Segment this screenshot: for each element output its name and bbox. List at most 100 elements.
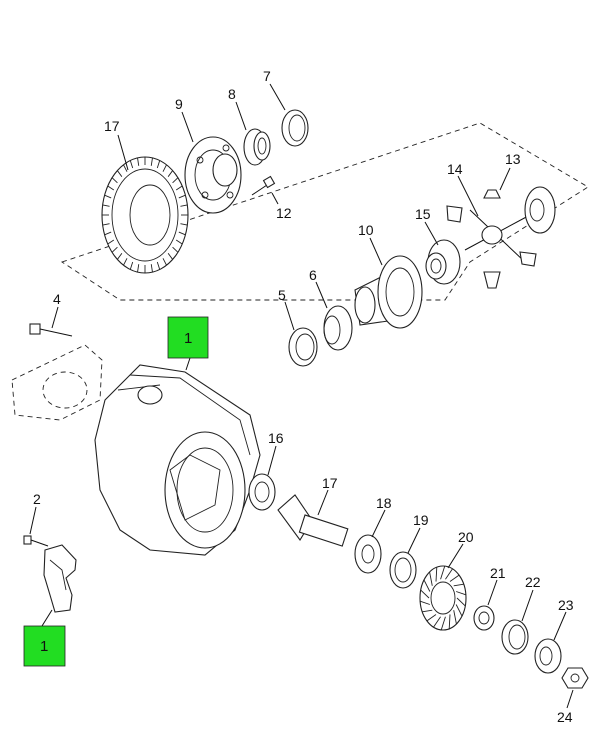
gear-tooth xyxy=(107,239,115,245)
bearing-cone-pinion xyxy=(534,638,562,674)
leader-lines xyxy=(29,83,574,709)
bearing-cup-pinion xyxy=(501,619,529,655)
gear-tooth xyxy=(116,170,123,177)
callout-4: 4 xyxy=(53,291,61,307)
differential-case-half xyxy=(184,136,242,214)
ring-gear xyxy=(101,156,189,274)
gear-tooth xyxy=(172,246,179,253)
callout-labels: 17 9 8 7 12 13 14 15 10 6 5 4 16 17 18 1… xyxy=(33,68,574,725)
gear-tooth xyxy=(175,239,183,245)
callout-22: 22 xyxy=(525,574,541,590)
callout-13: 13 xyxy=(505,151,521,167)
gear-tooth xyxy=(156,160,161,169)
gear-tooth xyxy=(180,204,188,207)
gear-helix-line xyxy=(422,609,433,613)
callout-2: 2 xyxy=(33,491,41,507)
pinion-gear-top xyxy=(483,189,501,199)
callout-17-top: 17 xyxy=(104,118,120,134)
callout-24: 24 xyxy=(557,709,573,725)
callout-20: 20 xyxy=(458,529,474,545)
gear-helix-line xyxy=(449,574,460,582)
callout-9: 9 xyxy=(175,96,183,112)
gear-tooth xyxy=(150,157,153,166)
gear-tooth xyxy=(175,185,183,191)
gear-tooth xyxy=(111,177,118,184)
bearing-cone xyxy=(243,128,271,166)
callout-6: 6 xyxy=(309,267,317,283)
helical-gear xyxy=(419,565,467,631)
callout-17-bottom: 17 xyxy=(322,475,338,491)
gear-tooth xyxy=(104,194,112,199)
gear-tooth xyxy=(162,258,167,266)
gear-helix-line xyxy=(453,583,464,587)
pinion-gear-left xyxy=(446,205,463,223)
gear-tooth xyxy=(150,264,153,273)
callout-21: 21 xyxy=(490,565,506,581)
drive-pinion xyxy=(277,494,349,547)
pinion-nut xyxy=(561,667,589,689)
gear-tooth xyxy=(172,177,179,184)
gear-tooth xyxy=(129,160,134,169)
gear-helix-line xyxy=(456,597,466,607)
gear-tooth xyxy=(167,253,174,260)
gear-tooth xyxy=(104,231,112,236)
bracket-bolt xyxy=(23,535,49,547)
gear-tooth xyxy=(123,258,128,266)
differential-spider xyxy=(464,209,531,263)
highlight-bracket[interactable]: 1 xyxy=(23,625,66,667)
gear-helix-line xyxy=(440,616,446,631)
pinion-gear-bottom xyxy=(483,271,501,289)
gear-tooth xyxy=(178,194,186,199)
gear-helix-line xyxy=(433,616,441,628)
gear-helix-line xyxy=(448,614,451,629)
bearing-cone-lower xyxy=(323,305,353,351)
callout-8: 8 xyxy=(228,86,236,102)
callout-16: 16 xyxy=(268,430,284,446)
housing-bolt xyxy=(29,323,73,337)
gear-helix-line xyxy=(419,600,430,605)
gear-tooth xyxy=(137,157,140,166)
gasket-hole xyxy=(42,371,88,409)
case-bolt xyxy=(251,175,276,196)
highlight-label-bracket: 1 xyxy=(40,638,48,655)
gasket xyxy=(11,344,103,421)
drive-gear xyxy=(354,534,382,574)
highlight-housing[interactable]: 1 xyxy=(167,316,209,359)
differential-case xyxy=(354,255,423,329)
callout-23: 23 xyxy=(558,597,574,613)
gear-tooth xyxy=(162,164,167,172)
gear-tooth xyxy=(123,164,128,172)
gear-tooth xyxy=(178,231,186,236)
transmission-housing xyxy=(94,364,261,556)
gear-helix-line xyxy=(423,579,431,592)
bearing-cup xyxy=(281,109,309,147)
gear-helix-line xyxy=(420,589,430,599)
callout-19: 19 xyxy=(413,512,429,528)
callout-14: 14 xyxy=(447,161,463,177)
gear-tooth xyxy=(129,261,134,270)
side-gear-right xyxy=(524,186,556,234)
side-gear-left xyxy=(425,239,461,285)
gear-helix-line xyxy=(429,571,433,586)
gear-tooth xyxy=(137,264,140,273)
spacer-ring xyxy=(389,551,417,589)
pinion-gear-right xyxy=(519,251,537,267)
gear-tooth xyxy=(180,223,188,226)
pinion-bearing xyxy=(248,473,276,511)
gear-tooth xyxy=(102,204,110,207)
callout-10: 10 xyxy=(358,222,374,238)
callout-18: 18 xyxy=(376,495,392,511)
callout-5: 5 xyxy=(278,287,286,303)
gear-tooth xyxy=(102,223,110,226)
callout-15: 15 xyxy=(415,206,431,222)
gear-helix-line xyxy=(440,565,446,580)
gear-tooth xyxy=(167,170,174,177)
gear-helix-line xyxy=(453,610,457,625)
gear-tooth xyxy=(107,185,115,191)
gear-tooth xyxy=(156,261,161,270)
carrier-assembly-outline xyxy=(60,122,589,301)
gear-helix-line xyxy=(456,591,467,596)
washer xyxy=(473,605,495,631)
bracket xyxy=(43,544,77,613)
